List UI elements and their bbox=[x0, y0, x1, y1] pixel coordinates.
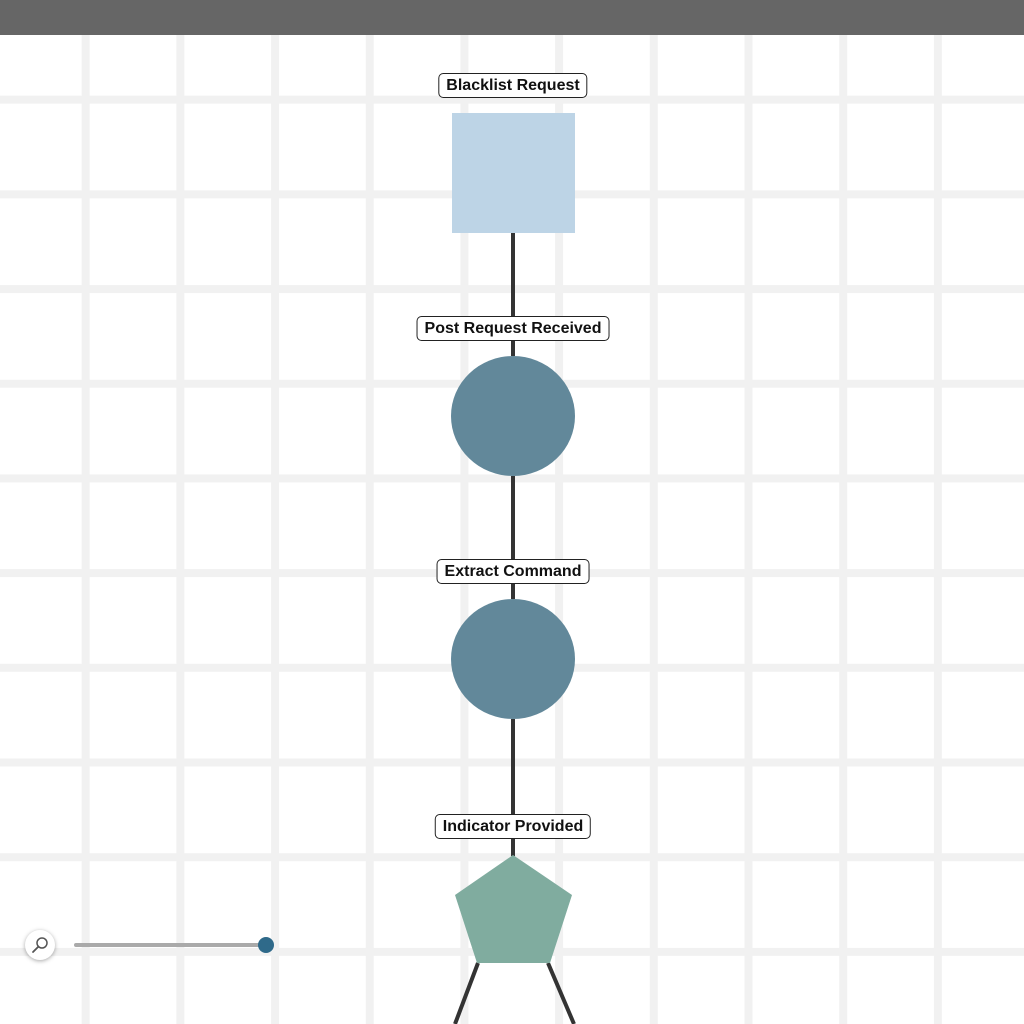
top-bar bbox=[0, 0, 1024, 35]
zoom-slider-thumb[interactable] bbox=[258, 937, 274, 953]
node-indicator-provided-shape[interactable] bbox=[455, 855, 572, 963]
node-extract-command-shape[interactable] bbox=[451, 599, 575, 719]
node-post-request-received-shape[interactable] bbox=[451, 356, 575, 476]
edge-indicator-right-branch bbox=[546, 962, 576, 1024]
node-blacklist-request-shape[interactable] bbox=[452, 113, 575, 233]
magnifier-icon bbox=[32, 937, 48, 953]
zoom-button[interactable] bbox=[25, 930, 55, 960]
edge-indicator-left-branch bbox=[453, 962, 480, 1024]
zoom-slider-track[interactable] bbox=[74, 943, 266, 947]
node-label-indicator-provided[interactable]: Indicator Provided bbox=[434, 814, 592, 839]
node-label-extract-command[interactable]: Extract Command bbox=[436, 559, 590, 584]
node-label-blacklist-request[interactable]: Blacklist Request bbox=[438, 73, 588, 98]
node-label-post-request-received[interactable]: Post Request Received bbox=[416, 316, 610, 341]
